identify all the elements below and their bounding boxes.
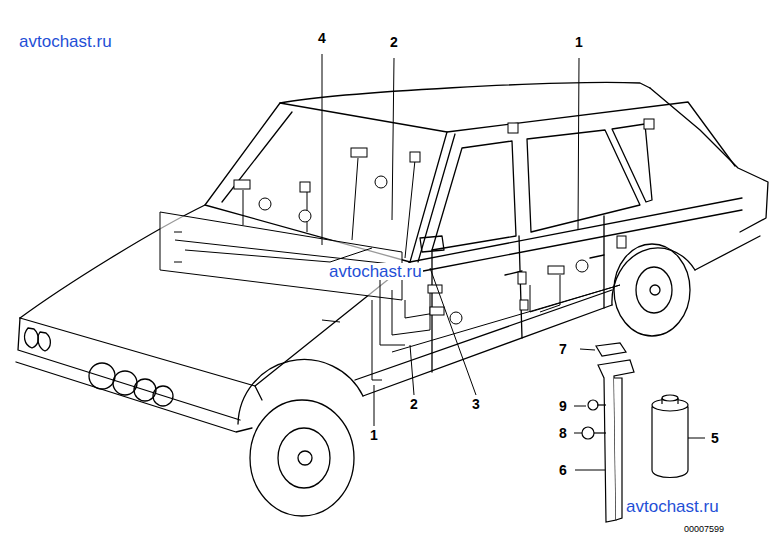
rear-hub-cap (650, 285, 660, 295)
fender (255, 386, 262, 400)
windshield-trim (222, 112, 292, 202)
front-hub (278, 428, 330, 488)
rear-window (527, 130, 640, 232)
door-edge (603, 216, 604, 308)
rear-hub (636, 267, 672, 313)
components (234, 119, 654, 324)
front-hub-cap (298, 451, 312, 465)
callout-number: 2 (409, 397, 419, 411)
front-window (432, 141, 516, 250)
watermark: avtochast.ru (625, 498, 720, 515)
rear-side (695, 236, 760, 270)
kidney-grille (25, 328, 39, 348)
rear-line (650, 88, 768, 232)
callout-number: 5 (710, 431, 720, 445)
mirror (420, 236, 444, 252)
wheel-arch (238, 360, 363, 424)
sill (363, 305, 612, 396)
wheel-arch (612, 248, 695, 305)
door-handle (590, 255, 604, 258)
bracket-parts (582, 343, 688, 522)
rear-wheel (614, 244, 690, 336)
callout-number: 2 (389, 35, 399, 49)
wiring-harness (160, 158, 620, 380)
callout-number: 4 (317, 31, 327, 45)
callout-number: 3 (471, 397, 481, 411)
callout-number: 7 (558, 342, 568, 356)
roof-rail (447, 102, 735, 166)
headlight (113, 371, 137, 395)
door-edge (519, 236, 522, 338)
headlight (153, 386, 173, 406)
watermark: avtochast.ru (328, 263, 423, 280)
callout-number: 1 (369, 428, 379, 442)
side-trim (355, 290, 612, 380)
watermark: avtochast.ru (18, 33, 113, 50)
headlight (89, 363, 115, 389)
roof-line (280, 83, 650, 103)
kidney-grille (38, 332, 50, 351)
front-face (18, 318, 240, 420)
drawing-code: 00007599 (683, 525, 725, 534)
a-pillar (418, 134, 455, 262)
callout-number: 1 (574, 35, 584, 49)
quarter-window (612, 124, 652, 202)
beltline-lower (418, 210, 742, 272)
front-wheel (250, 400, 354, 516)
callout-number: 9 (558, 399, 568, 413)
beltline (410, 198, 742, 262)
callout-number: 8 (558, 426, 568, 440)
leader-lines (322, 54, 705, 470)
callout-number: 6 (558, 463, 568, 477)
bumper (16, 362, 252, 432)
